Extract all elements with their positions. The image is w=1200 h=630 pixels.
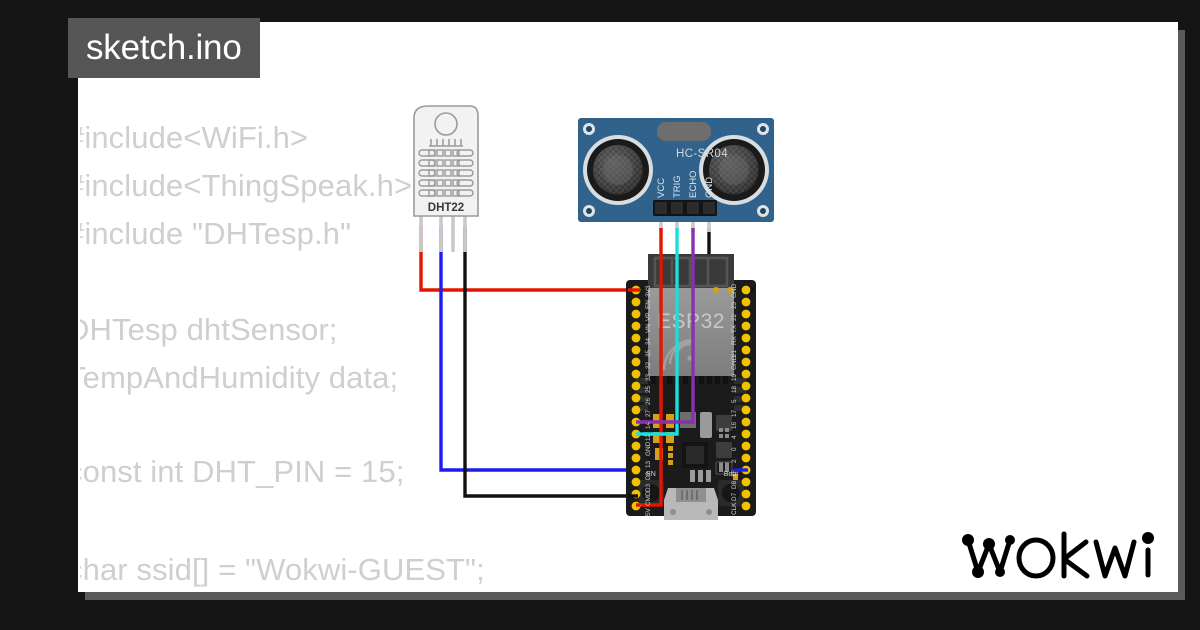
- code-line: const int DHT_PIN = 15;: [80, 454, 405, 489]
- code-line: TempAndHumidity data;: [80, 360, 399, 395]
- code-line: #include<ThingSpeak.h>: [80, 168, 413, 203]
- code-line: char ssid[] = "Wokwi-GUEST";: [80, 552, 485, 587]
- canvas-bottom-edge: [85, 592, 1185, 600]
- wokwi-logo[interactable]: [958, 518, 1158, 590]
- code-line: #include<WiFi.h>: [80, 120, 309, 155]
- code-editor-pane[interactable]: #include<WiFi.h> #include<ThingSpeak.h> …: [80, 22, 1178, 592]
- code-line: #include "DHTesp.h": [80, 216, 352, 251]
- file-tab-sketch-ino[interactable]: sketch.ino: [68, 18, 260, 78]
- code-line: DHTesp dhtSensor;: [80, 312, 338, 347]
